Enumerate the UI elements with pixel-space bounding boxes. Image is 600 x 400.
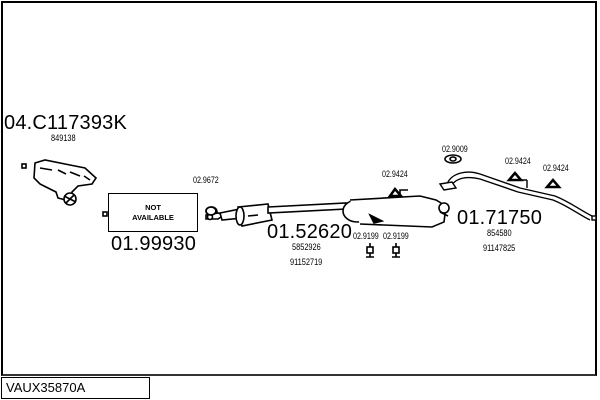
middle-silencer-part-number: 01.52620: [267, 221, 353, 243]
hanger-2-number: 02.9424: [505, 156, 531, 167]
front-pipe-icon: [205, 203, 273, 227]
manifold-ref: 849138: [51, 133, 76, 143]
not-available-line1: NOT: [145, 202, 161, 212]
exhaust-manifold-icon: [21, 159, 108, 217]
gasket-front-number: 02.9672: [193, 175, 219, 186]
rubber-mount-icon: [366, 243, 400, 258]
hanger-triangle-icon: [387, 171, 562, 198]
rear-section-part-number: 01.71750: [457, 207, 543, 229]
tail-pipe-icon: [438, 171, 597, 221]
gasket-icon: [205, 206, 217, 216]
rear-gasket-icon: [444, 154, 462, 164]
rear-section-ref-2: 91147825: [483, 243, 516, 253]
not-available-line2: AVAILABLE: [132, 212, 174, 222]
not-available-box: NOT AVAILABLE: [108, 193, 198, 232]
diagram-frame: [1, 1, 597, 376]
middle-silencer-icon: [267, 189, 450, 228]
gasket-rear-number: 02.9009: [442, 144, 468, 155]
rubber-mount-1-number: 02.9199: [353, 231, 379, 242]
rubber-mount-2-number: 02.9199: [383, 231, 409, 242]
hanger-1-number: 02.9424: [382, 169, 408, 180]
middle-silencer-ref-2: 91152719: [290, 257, 323, 267]
diagram-code: VAUX35870A: [1, 377, 150, 399]
manifold-part-number: 04.C117393K: [4, 112, 128, 134]
middle-silencer-ref-1: 5852926: [292, 242, 321, 252]
front-pipe-part-number: 01.99930: [111, 233, 197, 255]
rear-section-ref-1: 854580: [487, 228, 512, 238]
hanger-3-number: 02.9424: [543, 163, 569, 174]
